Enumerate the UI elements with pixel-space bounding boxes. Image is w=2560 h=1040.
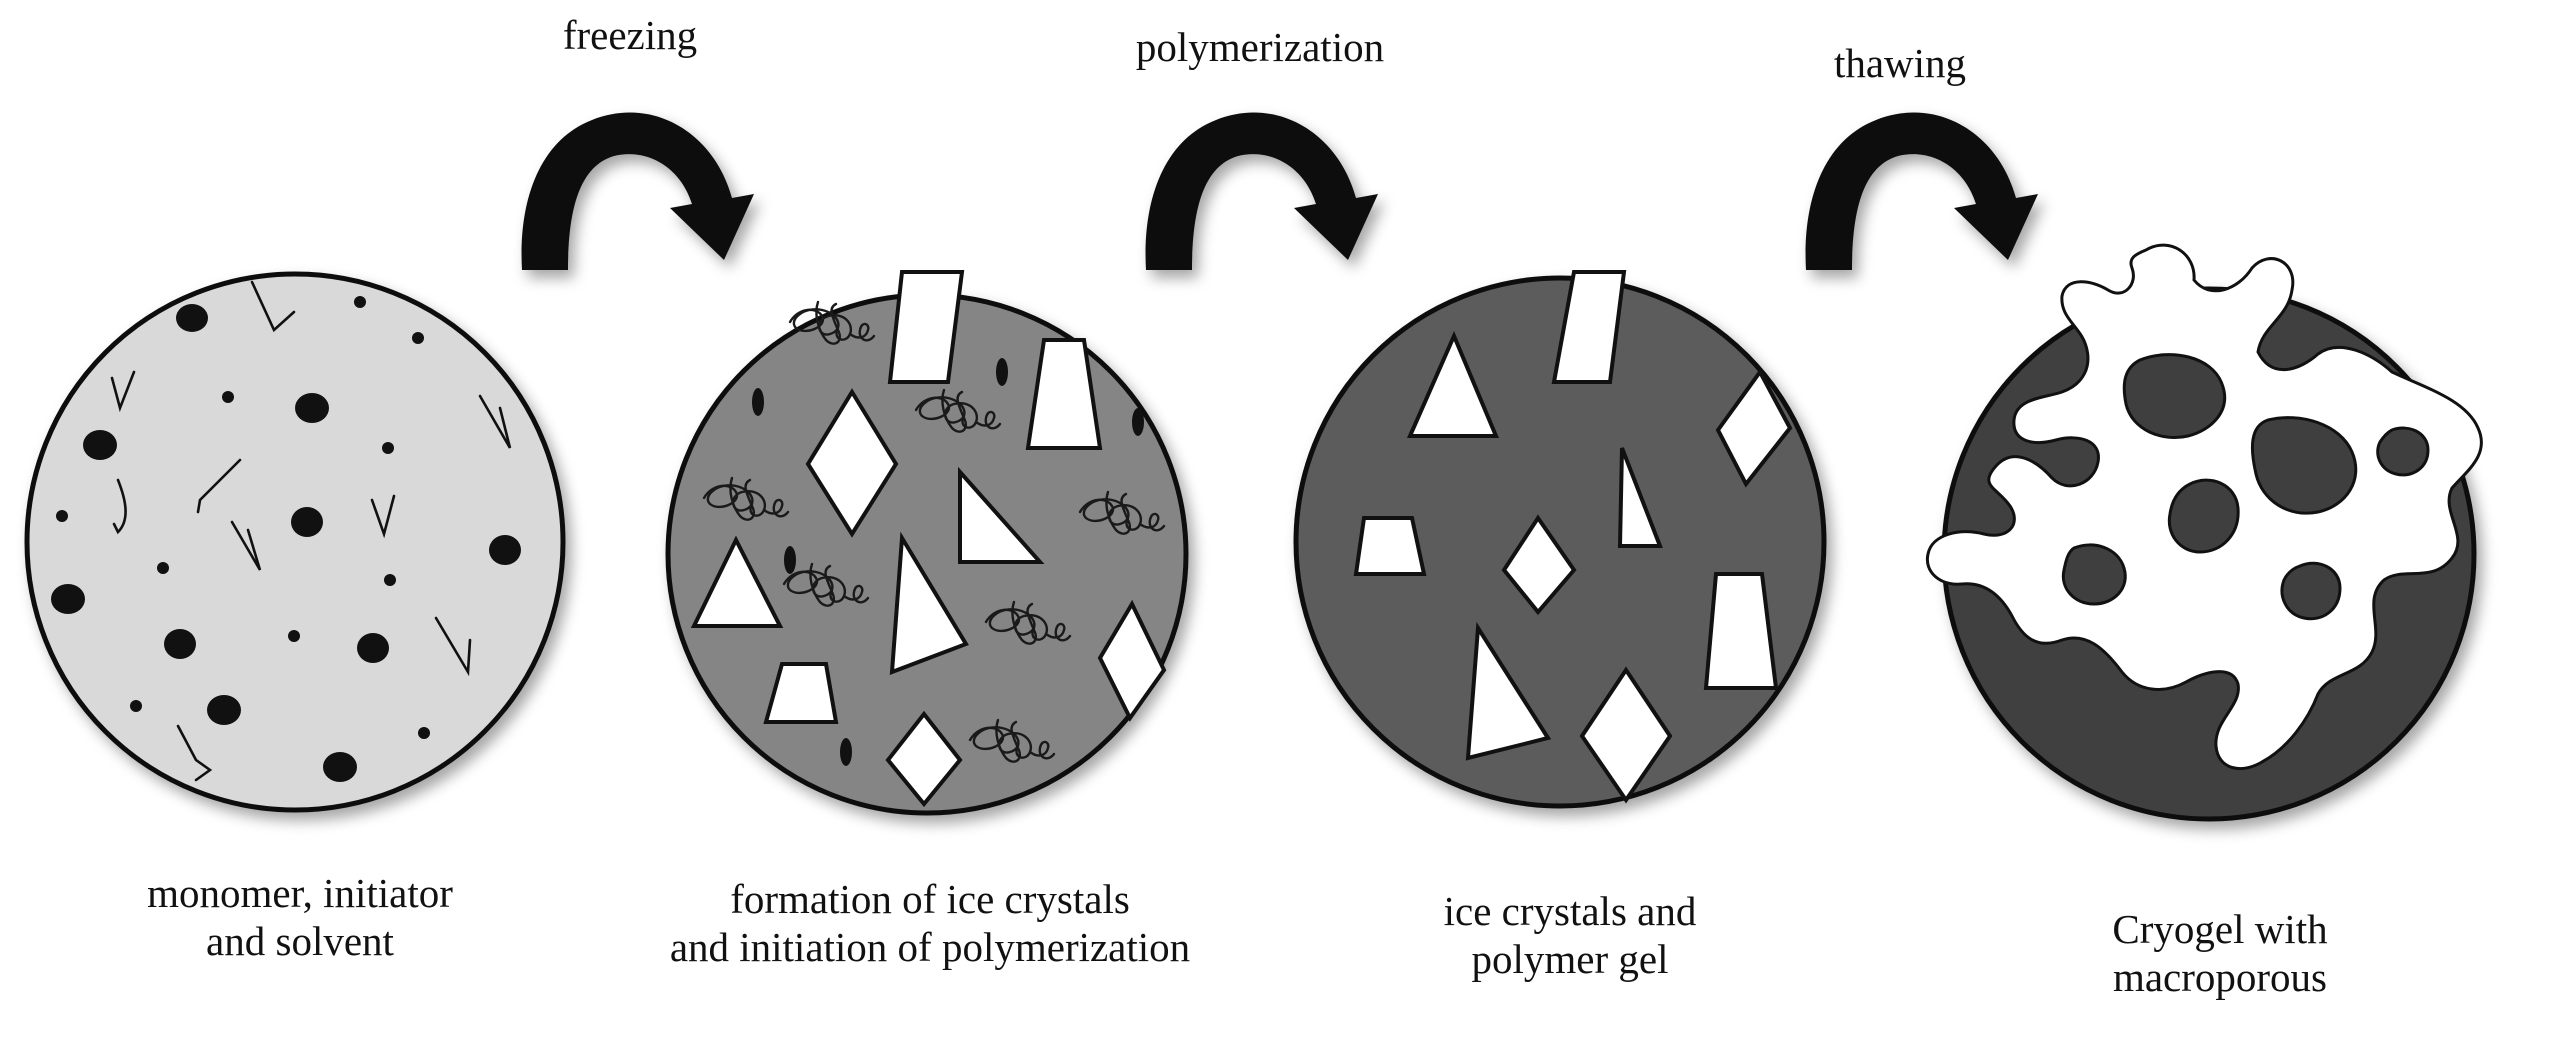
polymer-walls xyxy=(2061,353,2430,621)
stage-3-circle xyxy=(1293,270,1827,809)
arrow-polymerization-icon xyxy=(1145,112,1378,270)
stage-4-circle xyxy=(1925,243,2483,822)
initiator-strokes xyxy=(110,280,512,782)
step-label-freezing: freezing xyxy=(562,12,698,58)
ice-crystals xyxy=(690,270,1167,808)
step-label-polymerization: polymerization xyxy=(1135,24,1385,70)
step-label-thawing: thawing xyxy=(1833,40,1967,86)
arrow-thawing-icon xyxy=(1805,112,2038,270)
stage-1-circle xyxy=(24,271,566,813)
dark-pores xyxy=(752,358,1144,766)
monomer-dots xyxy=(51,296,521,782)
ice-crystals xyxy=(1353,270,1793,804)
stage-2-circle xyxy=(665,270,1189,816)
arrow-freezing-icon xyxy=(521,112,754,270)
